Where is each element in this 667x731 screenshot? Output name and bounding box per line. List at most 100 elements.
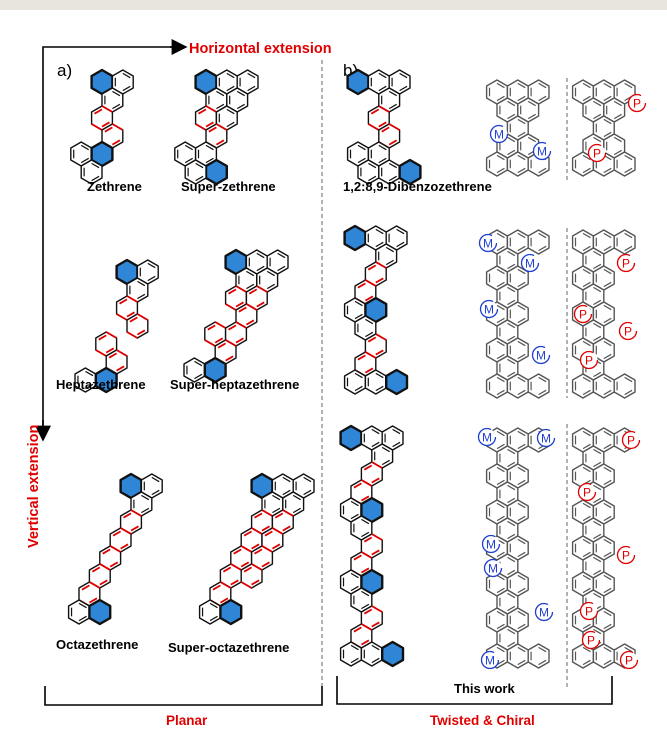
benzene-ring: [613, 229, 636, 255]
benzene-ring: [582, 445, 605, 471]
helix-p-marker-7: P: [621, 430, 641, 450]
helix-p-marker-12: P: [616, 545, 636, 565]
benzene-ring: [88, 598, 112, 626]
helix-p-marker-5: P: [618, 321, 638, 341]
zethrene-structure: [70, 68, 134, 185]
svg-text:P: P: [625, 654, 633, 668]
helix-m-marker-3: M: [478, 233, 498, 253]
dibenzo-heptazethrene-structure: [343, 224, 409, 396]
svg-text:P: P: [585, 605, 593, 619]
benzene-ring: [592, 115, 615, 141]
benzene-ring: [592, 463, 615, 489]
benzene-ring: [385, 225, 408, 251]
helix-p-marker-3: P: [616, 253, 636, 273]
helix-m-marker-5: M: [479, 299, 499, 319]
svg-text:P: P: [583, 486, 591, 500]
helix-p-marker-8: P: [577, 482, 597, 502]
svg-text:P: P: [587, 634, 595, 648]
benzene-ring: [198, 599, 222, 625]
vertical-extension-label: Vertical extension: [26, 425, 42, 548]
axis-corner-line: [42, 46, 178, 438]
svg-text:M: M: [483, 237, 493, 251]
benzene-ring: [582, 517, 605, 543]
benzene-ring: [203, 356, 227, 384]
benzene-ring: [527, 229, 550, 255]
benzene-ring: [339, 641, 363, 667]
twisted-p-structure-2: [571, 229, 636, 399]
benzene-ring: [94, 366, 118, 394]
benzene-ring: [214, 339, 237, 365]
benzene-ring: [343, 369, 367, 395]
benzene-ring: [101, 87, 124, 113]
svg-text:M: M: [484, 303, 494, 317]
benzene-ring: [485, 151, 509, 177]
svg-text:P: P: [593, 147, 601, 161]
horizontal-extension-label: Horizontal extension: [189, 41, 332, 57]
super-octazethrene-structure: [198, 472, 315, 626]
benzene-ring: [613, 373, 636, 399]
benzene-ring: [140, 473, 163, 499]
dibenzo-octazethrene-structure: [339, 424, 405, 668]
benzene-ring: [485, 373, 509, 399]
svg-text:M: M: [494, 128, 504, 142]
benzene-ring: [339, 424, 363, 452]
benzene-ring: [592, 373, 615, 399]
twisted-p-structure-1: [571, 79, 636, 177]
benzene-ring: [226, 87, 249, 113]
benzene-ring: [506, 535, 529, 561]
super-heptazethrene-structure: [183, 248, 289, 384]
benzene-ring: [343, 224, 367, 252]
benzene-ring: [613, 151, 636, 177]
benzene-ring: [506, 373, 529, 399]
benzene-ring: [506, 643, 529, 669]
benzene-ring: [240, 563, 263, 589]
helix-p-marker-10: P: [581, 630, 601, 650]
dibenzozethrene-structure: [346, 68, 422, 186]
planar-label: Planar: [166, 713, 208, 728]
svg-text:P: P: [585, 354, 593, 368]
helix-p-marker-6: P: [579, 350, 599, 370]
benzene-ring: [371, 443, 394, 469]
helix-m-marker-8: M: [536, 428, 556, 448]
benzene-ring: [506, 463, 529, 489]
benzene-ring: [381, 640, 405, 668]
benzene-ring: [381, 425, 404, 451]
helix-m-marker-10: M: [483, 558, 503, 578]
helix-m-marker-11: M: [534, 602, 554, 622]
twisted-bracket: [336, 676, 613, 705]
svg-text:M: M: [486, 538, 496, 552]
benzene-ring: [364, 369, 387, 395]
benzene-ring: [67, 599, 91, 625]
benzene-ring: [80, 159, 103, 185]
benzene-ring: [115, 295, 139, 321]
heptazethrene-structure: [74, 258, 159, 394]
benzene-ring: [506, 151, 529, 177]
benzene-ring: [506, 115, 529, 141]
heptazethrene-label: Heptazethrene: [56, 377, 146, 392]
dibenzozethrene-label: 1,2:8,9-Dibenzozethrene: [343, 179, 492, 194]
twisted-m-structure-2: [485, 229, 550, 399]
twisted-m-structure-3: [485, 427, 550, 669]
svg-text:P: P: [633, 97, 641, 111]
twisted-m-structure-1: [485, 79, 550, 177]
svg-text:M: M: [536, 349, 546, 363]
helix-m-marker-2: M: [532, 141, 552, 161]
svg-text:P: P: [624, 325, 632, 339]
helix-p-marker-1: P: [627, 93, 647, 113]
benzene-ring: [261, 491, 284, 517]
benzene-ring: [506, 499, 529, 525]
helix-m-marker-6: M: [531, 345, 551, 365]
helix-p-marker-4: P: [573, 304, 593, 324]
svg-text:M: M: [539, 606, 549, 620]
twisted-chiral-label: Twisted & Chiral: [430, 713, 535, 728]
benzene-ring: [506, 301, 529, 327]
super-zethrene-label: Super-zethrene: [181, 179, 276, 194]
svg-text:M: M: [537, 145, 547, 159]
planar-bracket: [44, 686, 323, 706]
benzene-ring: [398, 158, 422, 186]
svg-text:P: P: [622, 549, 630, 563]
benzene-ring: [346, 68, 370, 96]
benzene-ring: [184, 159, 207, 185]
benzene-ring: [592, 643, 615, 669]
